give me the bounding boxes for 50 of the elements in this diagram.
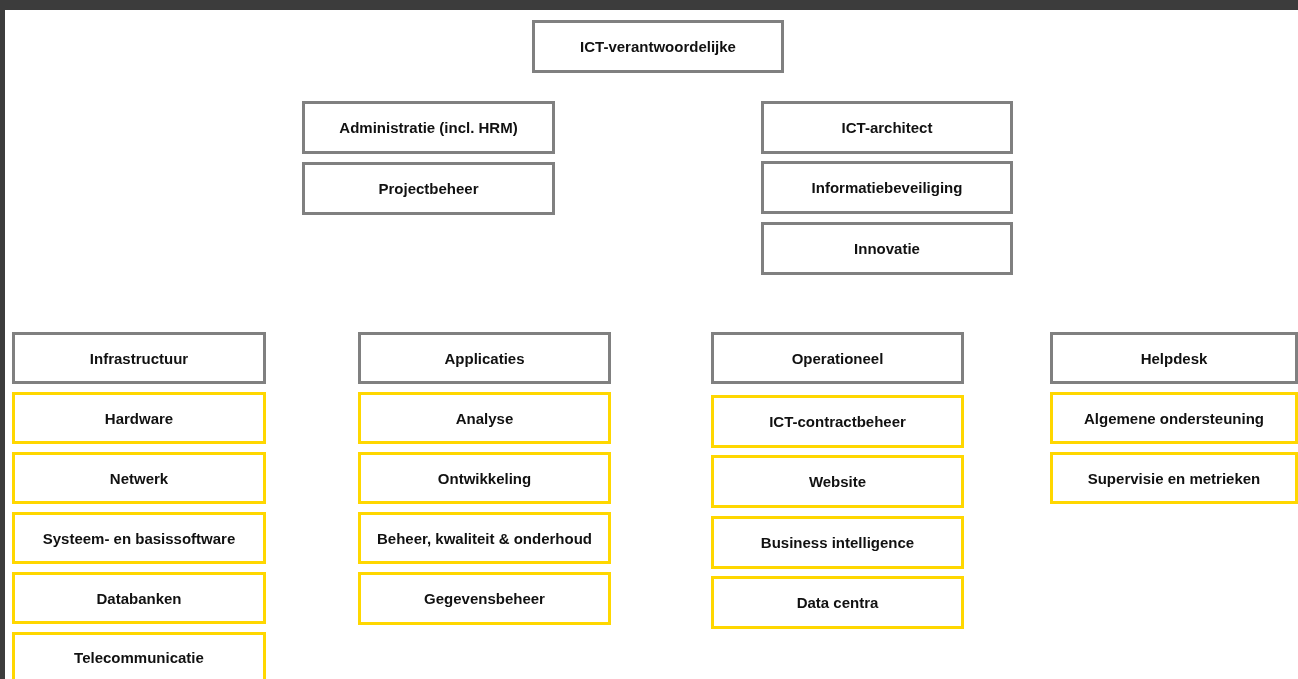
unit-label: Beheer, kwaliteit & onderhoud [375,529,593,547]
unit-label: Gegevensbeheer [423,590,546,607]
sub-unit-box [12,632,266,679]
unit-box [761,222,1013,275]
unit-label: Telecommunicatie [73,648,205,666]
unit-label: Systeem- en basissoftware [41,529,237,547]
unit-label: Hardware [103,409,175,427]
unit-box [711,332,964,384]
sub-unit-box [711,576,964,629]
unit-box [302,162,555,215]
sub-unit-box [711,455,964,508]
sub-unit-box [711,516,964,569]
sub-unit-box [12,392,266,444]
unit-label: Administratie (incl. HRM) [338,119,519,136]
unit-label: Ontwikkeling [436,469,533,487]
sub-unit-box [1050,392,1298,444]
unit-box [358,332,611,384]
unit-label: Data centra [795,594,880,611]
sub-unit-box [12,452,266,504]
sub-unit-box [12,512,266,564]
unit-label: Infrastructuur [88,349,190,367]
unit-box [12,332,266,384]
unit-label: Website [807,473,868,490]
sub-unit-box [711,395,964,448]
unit-label: Informatiebeveiliging [810,179,964,196]
unit-label: Innovatie [853,240,921,257]
unit-label: Helpdesk [1139,349,1209,367]
unit-label: Business intelligence [759,534,916,551]
sub-unit-box [12,572,266,624]
unit-label: Algemene ondersteuning [1083,409,1265,427]
unit-box [761,101,1013,154]
sub-unit-box [358,452,611,504]
unit-label: Applicaties [443,349,526,367]
unit-label: Databanken [95,589,183,607]
unit-label: Supervisie en metrieken [1086,469,1262,487]
sub-unit-box [358,512,611,564]
unit-label: ICT-verantwoordelijke [579,38,737,55]
unit-label: ICT-contractbeheer [768,413,907,430]
sub-unit-box [358,392,611,444]
unit-box [1050,332,1298,384]
unit-label: Operationeel [790,349,885,367]
unit-label: Projectbeheer [377,180,480,197]
unit-box [302,101,555,154]
unit-box [532,20,784,73]
sub-unit-box [1050,452,1298,504]
unit-label: Analyse [454,409,515,427]
unit-label: ICT-architect [840,119,934,136]
unit-label: Netwerk [108,469,170,487]
sub-unit-box [358,572,611,625]
unit-box [761,161,1013,214]
